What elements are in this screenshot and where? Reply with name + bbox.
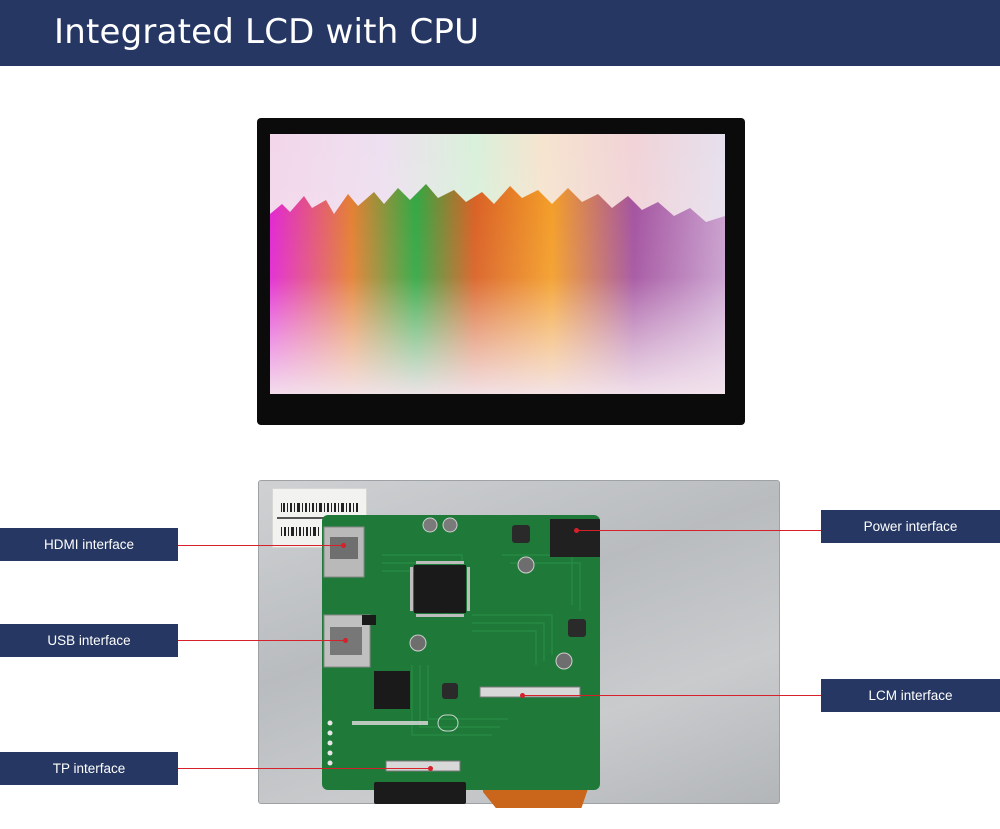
lcd-front-image	[257, 118, 745, 425]
callout-tp-interface: TP interface	[0, 752, 178, 785]
leader-dot-power	[574, 528, 579, 533]
callout-tp-label: TP interface	[52, 761, 126, 776]
callout-power-label: Power interface	[863, 519, 958, 534]
barcode-label	[272, 488, 367, 548]
tp-connector	[374, 782, 466, 804]
leader-dot-hdmi	[341, 543, 346, 548]
callout-lcm-interface: LCM interface	[821, 679, 1000, 712]
leader-line-power	[576, 530, 821, 531]
leader-dot-lcm	[520, 693, 525, 698]
cpu-board	[322, 515, 600, 790]
callout-usb-label: USB interface	[47, 633, 131, 648]
lcd-screen	[270, 134, 725, 394]
callout-power-interface: Power interface	[821, 510, 1000, 543]
leader-line-tp	[178, 768, 430, 769]
page-title: Integrated LCD with CPU	[54, 12, 480, 52]
leader-line-usb	[178, 640, 345, 641]
leader-line-lcm	[522, 695, 821, 696]
callout-lcm-label: LCM interface	[868, 688, 953, 703]
callout-hdmi-label: HDMI interface	[43, 537, 135, 552]
leader-line-hdmi	[178, 545, 343, 546]
leader-dot-usb	[343, 638, 348, 643]
callout-hdmi-interface: HDMI interface	[0, 528, 178, 561]
callout-usb-interface: USB interface	[0, 624, 178, 657]
leader-dot-tp	[428, 766, 433, 771]
page-header: Integrated LCD with CPU	[0, 0, 1000, 66]
